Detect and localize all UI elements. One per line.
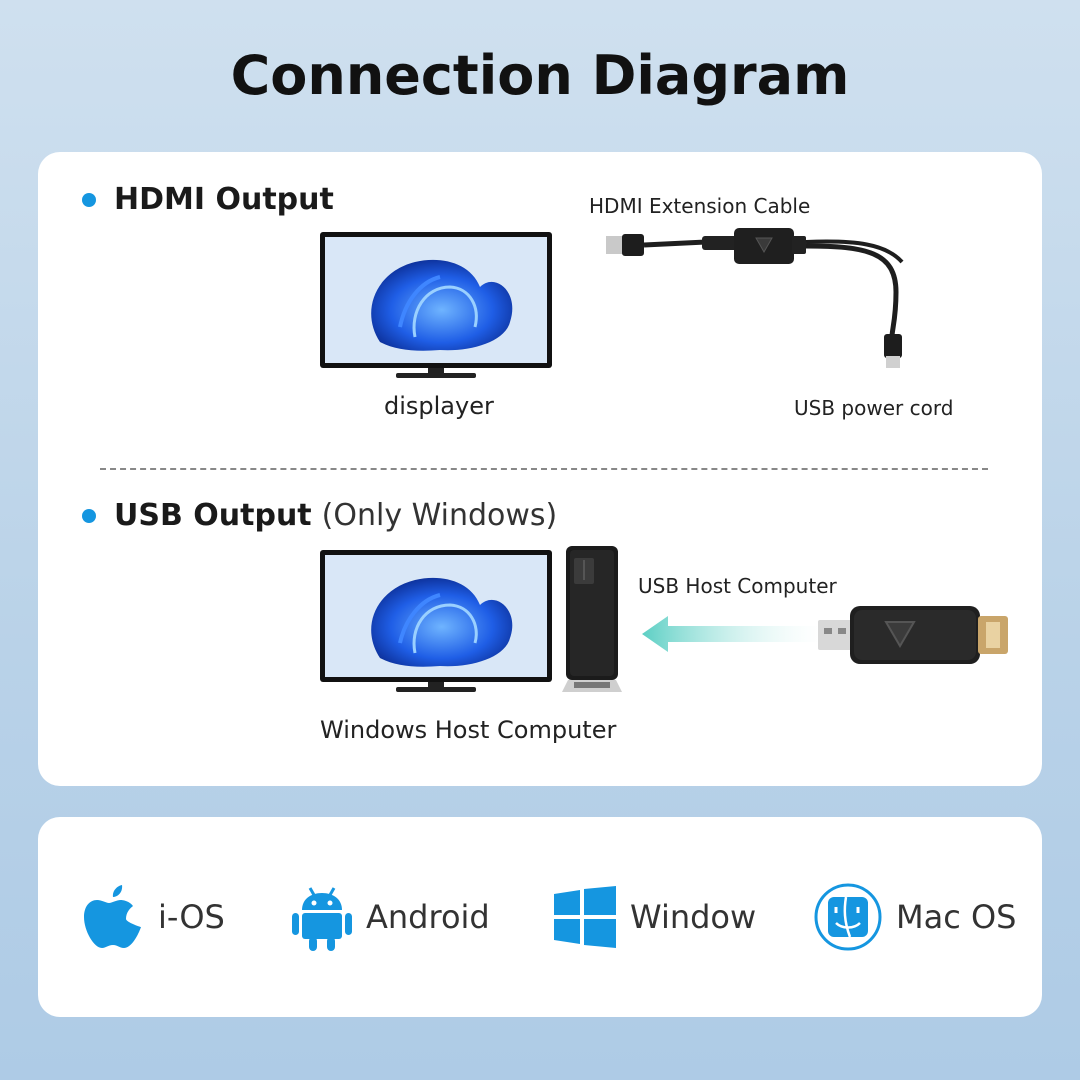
usb-dongle-icon <box>818 606 1008 664</box>
arrow-left-icon <box>642 616 822 652</box>
connection-diagram-card: HDMI Output displayer HDMI Extension Cab… <box>38 152 1042 786</box>
hdmi-section-heading: HDMI Output <box>82 182 334 217</box>
usb-host-label: USB Host Computer <box>638 574 837 598</box>
windows-host-label: Windows Host Computer <box>320 716 617 744</box>
os-item-android: Android <box>292 877 490 957</box>
apple-icon <box>84 885 141 948</box>
os-compatibility-card: i-OS Android Window <box>38 817 1042 1017</box>
section-divider <box>100 468 988 470</box>
os-label-windows: Window <box>630 898 757 936</box>
hdmi-cable-label: HDMI Extension Cable <box>589 194 811 218</box>
displayer-label: displayer <box>384 392 494 420</box>
usb-heading-note: (Only Windows) <box>321 498 558 533</box>
hdmi-heading-text: HDMI Output <box>114 182 334 217</box>
monitor-host-icon <box>320 550 552 692</box>
os-item-macos: Mac OS <box>814 877 1016 957</box>
hdmi-extension-cable-icon <box>606 228 904 368</box>
os-label-macos: Mac OS <box>896 898 1017 936</box>
os-item-windows: Window <box>554 877 756 957</box>
windows-icon <box>554 886 616 948</box>
usb-section-heading: USB Output (Only Windows) <box>82 498 557 533</box>
monitor-displayer-icon <box>320 232 552 378</box>
usb-power-cord-label: USB power cord <box>794 396 954 420</box>
bullet-icon <box>82 508 96 523</box>
pc-tower-icon <box>562 546 622 692</box>
android-icon <box>292 887 352 951</box>
os-label-android: Android <box>366 898 490 936</box>
finder-icon <box>814 883 882 951</box>
bullet-icon <box>82 192 96 207</box>
usb-heading-text: USB Output <box>114 498 312 533</box>
page-title: Connection Diagram <box>230 44 850 107</box>
os-label-ios: i-OS <box>158 898 225 936</box>
os-item-ios: i-OS <box>84 877 225 957</box>
